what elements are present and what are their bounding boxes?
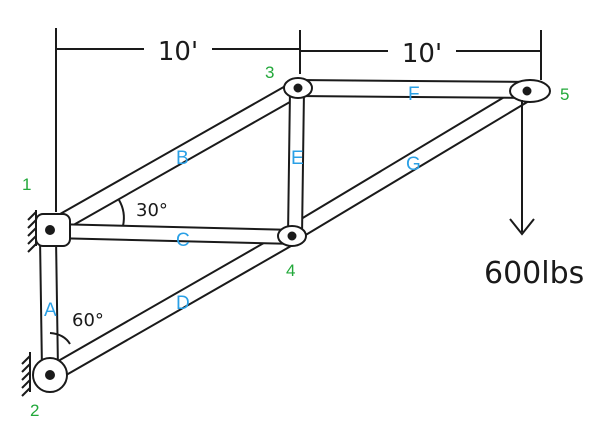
- member-label-a: A: [44, 300, 57, 321]
- joint-5-pin: [522, 86, 532, 96]
- member-label-d: D: [176, 293, 190, 314]
- dimension-label-left: 10': [158, 37, 198, 67]
- dimension-lines: [55, 28, 542, 212]
- load-arrow: [509, 100, 535, 236]
- node-label-3: 3: [265, 63, 274, 82]
- member-label-c: C: [176, 230, 190, 251]
- member-c-bar: [51, 222, 297, 246]
- node-label-5: 5: [560, 85, 569, 104]
- joint-2-pin: [45, 370, 55, 380]
- member-label-f: F: [408, 84, 420, 105]
- truss-members: [38, 78, 536, 384]
- load-label: 600lbs: [484, 256, 584, 291]
- node-label-4: 4: [286, 261, 295, 280]
- angle-label-60: 60°: [72, 310, 104, 331]
- joint-3-pin: [293, 83, 303, 93]
- member-d-bar: [44, 226, 300, 384]
- node-label-1: 1: [22, 175, 31, 194]
- joint-4-pin: [287, 231, 297, 241]
- member-b-bar: [44, 78, 306, 238]
- member-label-b: B: [176, 148, 189, 169]
- truss-joints: [32, 77, 551, 393]
- pin-support-bottom: [21, 352, 31, 397]
- angle-arc-30: [118, 199, 125, 227]
- angle-arc-60: [49, 332, 71, 345]
- angle-label-30: 30°: [136, 200, 168, 221]
- pin-support-top: [27, 210, 37, 253]
- member-label-e: E: [291, 148, 304, 169]
- angle-arcs: [49, 199, 125, 345]
- node-label-2: 2: [30, 401, 39, 420]
- dimension-label-right: 10': [402, 39, 442, 69]
- member-label-g: G: [406, 154, 421, 175]
- joint-1-pin: [45, 225, 55, 235]
